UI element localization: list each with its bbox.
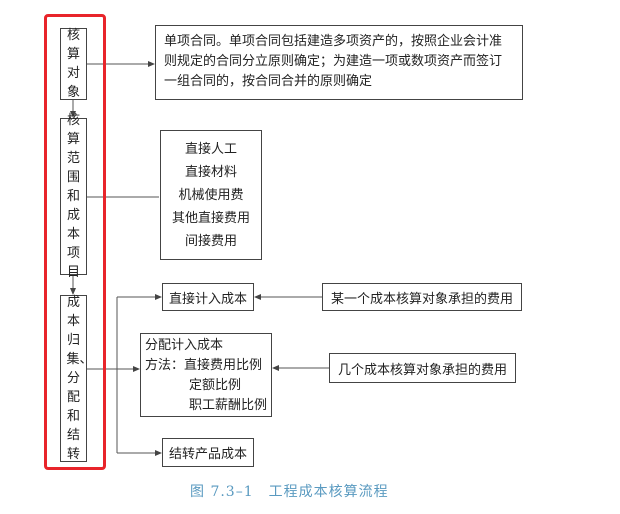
step-cost-object: 核算对象: [60, 28, 87, 100]
cost-item: 间接费用: [184, 234, 237, 249]
direct-source-box: 某一个成本核算对象承担的费用: [322, 283, 522, 311]
direct-cost-box: 直接计入成本: [162, 283, 254, 311]
method-item: 直接费用比例: [184, 358, 263, 373]
step-cost-collection: 成本归集、分配和结转: [60, 295, 93, 462]
allocated-title: 分配计入成本: [145, 338, 224, 353]
cost-item: 直接材料: [184, 165, 237, 180]
step-label: 核算范围和成本项目: [66, 113, 80, 280]
note-line: 单项合同。单项合同包括建造多项资产的，按照企业会计准: [164, 34, 503, 49]
allocated-source-box: 几个成本核算对象承担的费用: [329, 353, 516, 383]
cost-items-box: 直接人工 直接材料 机械使用费 其他直接费用 间接费用: [160, 130, 262, 260]
transfer-cost-label: 结转产品成本: [168, 447, 247, 462]
figure-caption: 图 7.3–1 工程成本核算流程: [190, 484, 389, 500]
step-label: 核算对象: [66, 28, 80, 100]
note-line: 则规定的合同分立原则确定；为建造一项或数项资产而签订: [164, 54, 503, 69]
method-item: 定额比例: [189, 378, 242, 393]
allocated-cost-box: 分配计入成本 方法：直接费用比例 定额比例 职工薪酬比例: [140, 333, 272, 417]
direct-cost-label: 直接计入成本: [168, 291, 247, 307]
cost-item: 直接人工: [184, 142, 237, 157]
note-line: 一组合同的，按合同合并的原则确定: [164, 74, 373, 89]
transfer-cost-box: 结转产品成本: [162, 438, 254, 467]
step-label: 成本归集、分配和结转: [66, 295, 93, 462]
allocated-source-label: 几个成本核算对象承担的费用: [337, 362, 507, 378]
direct-source-label: 某一个成本核算对象承担的费用: [330, 291, 513, 307]
method-item: 职工薪酬比例: [189, 398, 268, 413]
highlight-rectangle: [44, 14, 106, 470]
step-cost-scope: 核算范围和成本项目: [60, 113, 87, 280]
method-label: 方法：: [145, 358, 185, 373]
cost-item: 机械使用费: [178, 188, 244, 203]
object-note-box: 单项合同。单项合同包括建造多项资产的，按照企业会计准 则规定的合同分立原则确定；…: [155, 25, 523, 100]
cost-item: 其他直接费用: [171, 211, 250, 226]
